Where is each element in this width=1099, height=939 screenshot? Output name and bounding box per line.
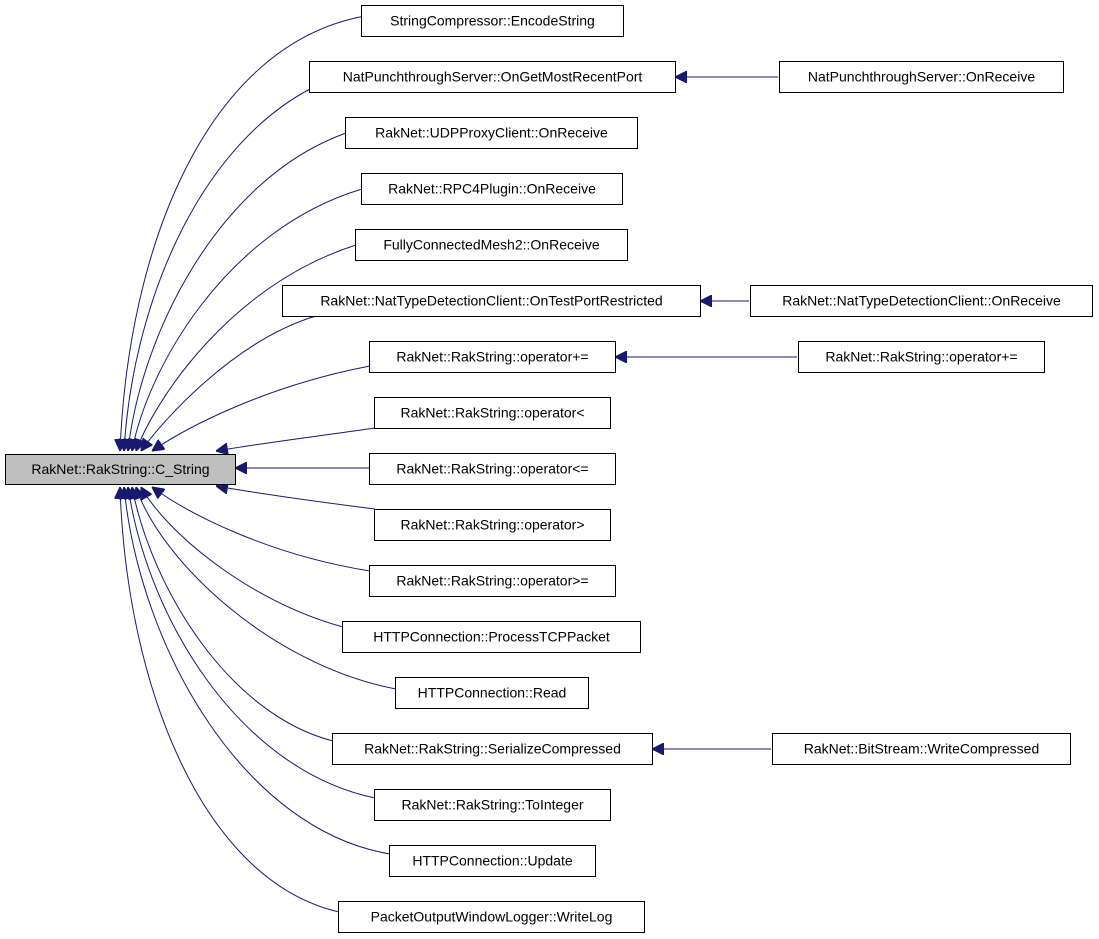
node-label: RakNet::RakString::operator>	[400, 517, 584, 533]
edge-http_processtcp-to-c_string	[141, 487, 344, 628]
node-rpc4-onreceive[interactable]: RakNet::RPC4Plugin::OnReceive	[361, 173, 623, 205]
edge-op_lt-to-c_string	[216, 427, 376, 451]
node-box	[389, 845, 596, 877]
node-label: StringCompressor::EncodeString	[390, 13, 595, 29]
node-op-ge[interactable]: RakNet::RakString::operator>=	[369, 565, 616, 597]
node-label: RakNet::RakString::operator+=	[396, 349, 588, 365]
node-label: RakNet::RakString::SerializeCompressed	[364, 741, 621, 757]
node-box	[374, 789, 611, 821]
node-op-pluseq-b[interactable]: RakNet::RakString::operator+=	[798, 341, 1045, 373]
node-box	[395, 677, 589, 709]
edge-serialize_compressed-to-c_string	[132, 487, 334, 742]
node-label: RakNet::RPC4Plugin::OnReceive	[388, 181, 596, 197]
node-box	[342, 621, 641, 653]
node-label: FullyConnectedMesh2::OnReceive	[383, 237, 600, 253]
node-box	[369, 341, 616, 373]
node-label: PacketOutputWindowLogger::WriteLog	[371, 909, 613, 925]
node-http-read[interactable]: HTTPConnection::Read	[395, 677, 589, 709]
node-box	[309, 61, 676, 93]
node-op-pluseq-a[interactable]: RakNet::RakString::operator+=	[369, 341, 616, 373]
node-fcm2-onreceive[interactable]: FullyConnectedMesh2::OnReceive	[355, 229, 628, 261]
edge-fcm2_onreceive-to-c_string	[136, 244, 357, 451]
edge-encode_string-to-c_string	[120, 15, 366, 451]
node-box	[374, 509, 611, 541]
node-label: RakNet::RakString::operator+=	[825, 349, 1017, 365]
node-box	[5, 454, 236, 485]
node-http-update[interactable]: HTTPConnection::Update	[389, 845, 596, 877]
node-box	[361, 5, 624, 37]
node-label: RakNet::RakString::operator<	[400, 405, 584, 421]
node-label: RakNet::NatTypeDetectionClient::OnReceiv…	[782, 293, 1061, 309]
node-box	[750, 285, 1093, 317]
edge-layer	[120, 15, 797, 913]
edge-udpproxy_onreceive-to-c_string	[128, 132, 347, 451]
node-box	[369, 453, 616, 485]
node-natpunch-getport[interactable]: NatPunchthroughServer::OnGetMostRecentPo…	[309, 61, 676, 93]
node-label: RakNet::NatTypeDetectionClient::OnTestPo…	[320, 293, 662, 309]
node-box	[338, 901, 645, 933]
edge-packet_writelog-to-c_string	[120, 487, 340, 913]
node-label: HTTPConnection::Update	[412, 853, 573, 869]
node-box	[798, 341, 1045, 373]
node-layer: RakNet::RakString::C_String StringCompres…	[5, 5, 1093, 933]
node-label: RakNet::RakString::ToInteger	[401, 797, 583, 813]
node-packet-writelog[interactable]: PacketOutputWindowLogger::WriteLog	[338, 901, 645, 933]
node-label: RakNet::RakString::C_String	[31, 461, 209, 477]
edge-op_ge-to-c_string	[152, 487, 371, 572]
edge-op_pluseq_a-to-c_string	[152, 365, 371, 451]
node-box	[345, 117, 638, 149]
node-label: NatPunchthroughServer::OnGetMostRecentPo…	[343, 69, 643, 85]
node-udpproxy-onreceive[interactable]: RakNet::UDPProxyClient::OnReceive	[345, 117, 638, 149]
node-box	[355, 229, 628, 261]
node-label: RakNet::RakString::operator<=	[396, 461, 588, 477]
edge-to_integer-to-c_string	[128, 487, 376, 799]
node-label: HTTPConnection::Read	[418, 685, 567, 701]
node-c-string[interactable]: RakNet::RakString::C_String	[5, 454, 236, 485]
node-label: NatPunchthroughServer::OnReceive	[808, 69, 1035, 85]
node-op-gt[interactable]: RakNet::RakString::operator>	[374, 509, 611, 541]
node-ntd-onreceive[interactable]: RakNet::NatTypeDetectionClient::OnReceiv…	[750, 285, 1093, 317]
node-label: HTTPConnection::ProcessTCPPacket	[373, 629, 610, 645]
node-box	[772, 733, 1071, 765]
edge-op_gt-to-c_string	[216, 486, 376, 510]
node-box	[361, 173, 623, 205]
node-label: RakNet::RakString::operator>=	[396, 573, 588, 589]
node-encode-string[interactable]: StringCompressor::EncodeString	[361, 5, 624, 37]
node-bitstream-writecompressed[interactable]: RakNet::BitStream::WriteCompressed	[772, 733, 1071, 765]
edge-ntd_testport-to-c_string	[141, 315, 317, 451]
node-serialize-compressed[interactable]: RakNet::RakString::SerializeCompressed	[332, 733, 653, 765]
node-natpunch-onreceive[interactable]: NatPunchthroughServer::OnReceive	[779, 61, 1064, 93]
edge-http_read-to-c_string	[136, 487, 397, 690]
node-ntd-testport[interactable]: RakNet::NatTypeDetectionClient::OnTestPo…	[282, 285, 701, 317]
edge-rpc4_onreceive-to-c_string	[132, 188, 363, 451]
edge-http_update-to-c_string	[124, 487, 391, 855]
node-to-integer[interactable]: RakNet::RakString::ToInteger	[374, 789, 611, 821]
node-label: RakNet::BitStream::WriteCompressed	[804, 741, 1039, 757]
node-label: RakNet::UDPProxyClient::OnReceive	[375, 125, 608, 141]
node-op-le[interactable]: RakNet::RakString::operator<=	[369, 453, 616, 485]
node-http-processtcp[interactable]: HTTPConnection::ProcessTCPPacket	[342, 621, 641, 653]
node-op-lt[interactable]: RakNet::RakString::operator<	[374, 397, 611, 429]
node-box	[374, 397, 611, 429]
node-box	[332, 733, 653, 765]
edge-natpunch_getport-to-c_string	[124, 88, 311, 451]
node-box	[282, 285, 701, 317]
node-box	[779, 61, 1064, 93]
node-box	[369, 565, 616, 597]
